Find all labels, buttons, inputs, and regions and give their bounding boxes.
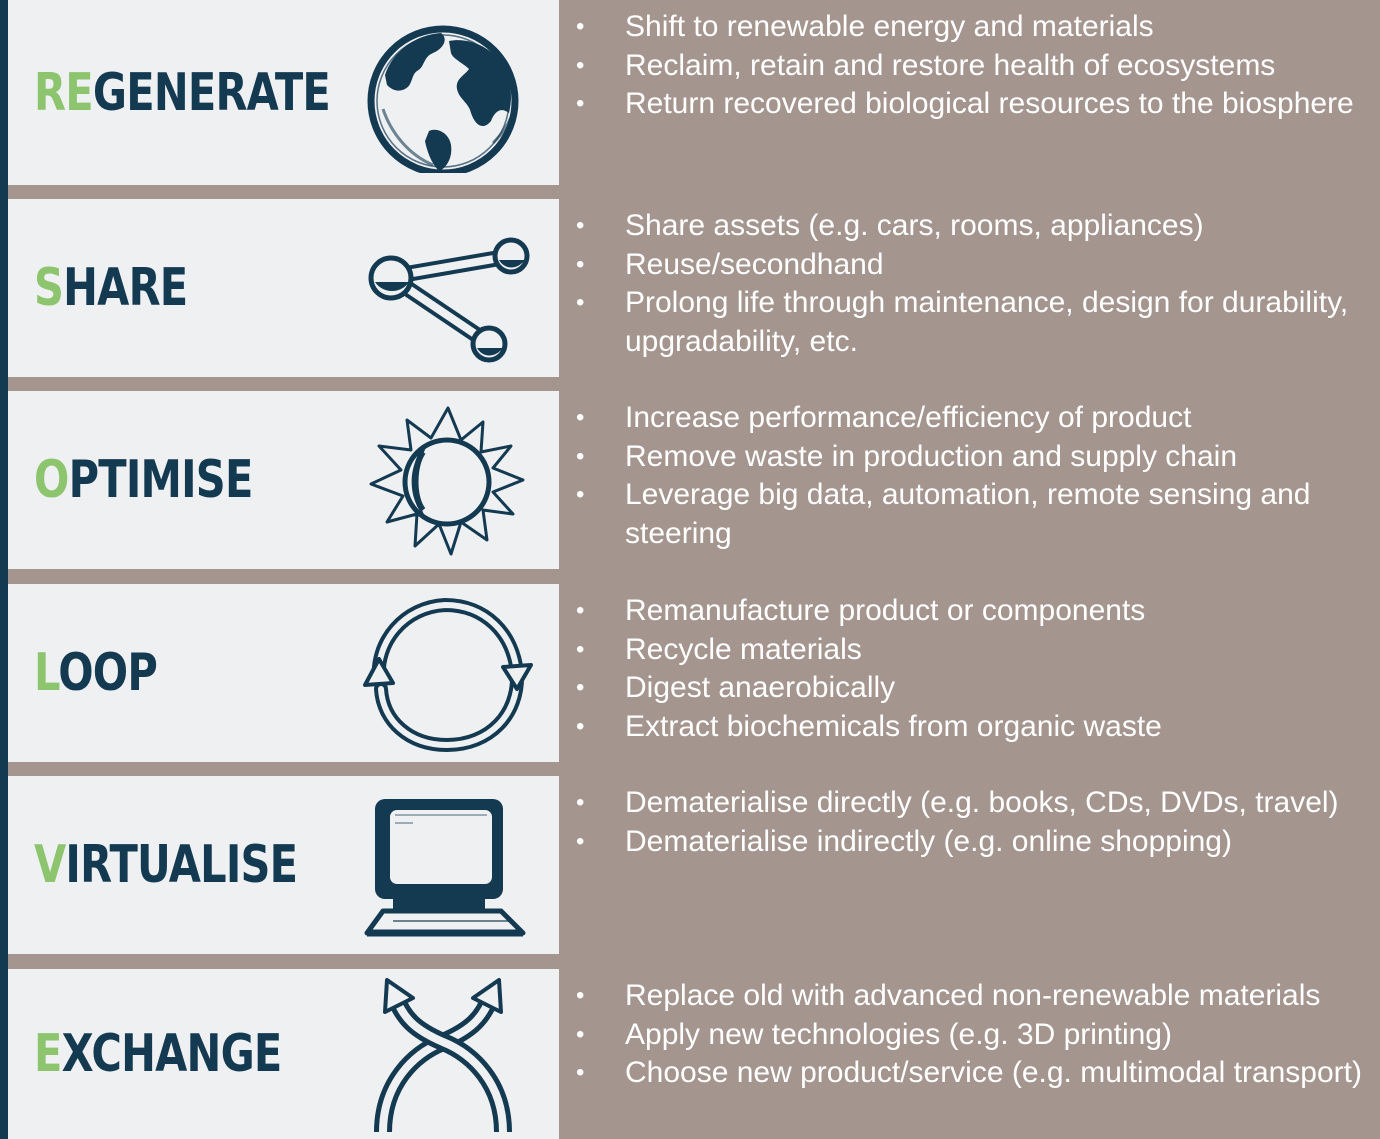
row-virtualise: VIRTUALISE • Dematerialise directly (e.g.… xyxy=(0,776,1380,954)
loop-arrows-icon xyxy=(353,593,533,753)
bullet-dot-icon: • xyxy=(576,51,585,79)
bullet-list: • Share assets (e.g. cars, rooms, applian… xyxy=(560,207,1380,361)
row-regenerate: REGENERATE • Shift to renewable energy an… xyxy=(0,0,1380,185)
label-panel: EXCHANGE xyxy=(8,969,559,1139)
bullet-dot-icon: • xyxy=(576,597,585,624)
heading-rest: IRTUALISE xyxy=(65,835,298,895)
heading-exchange: EXCHANGE xyxy=(34,1028,282,1080)
label-panel: REGENERATE xyxy=(8,0,559,185)
list-item: • Remanufacture product or components xyxy=(560,592,1380,631)
list-item: • Reuse/secondhand xyxy=(560,246,1380,285)
bullet-text: Apply new technologies (e.g. 3D printing… xyxy=(625,1017,1172,1051)
bullet-dot-icon: • xyxy=(576,712,585,740)
list-item: • Increase performance/efficiency of prod… xyxy=(560,399,1380,438)
sun-icon xyxy=(353,400,533,560)
list-item: • Shift to renewable energy and materials xyxy=(560,8,1380,47)
bullet-dot-icon: • xyxy=(576,404,585,431)
globe-icon xyxy=(353,13,533,173)
bullet-list: • Replace old with advanced non-renewable… xyxy=(560,977,1380,1093)
row-loop: LOOP • Remanufacture product or component… xyxy=(0,584,1380,762)
heading-loop: LOOP xyxy=(34,647,158,699)
bullet-text: Choose new product/service (e.g. multimo… xyxy=(625,1056,1362,1089)
heading-rest: XCHANGE xyxy=(61,1024,283,1084)
heading-accent: E xyxy=(34,1024,62,1084)
crossing-arrows-icon xyxy=(353,974,533,1134)
list-item: • Extract biochemicals from organic waste xyxy=(560,708,1380,747)
bullet-list: • Shift to renewable energy and materials… xyxy=(560,8,1380,124)
bullet-text: Return recovered biological resources to… xyxy=(625,87,1354,120)
list-item: • Return recovered biological resources t… xyxy=(560,85,1380,124)
bullet-list: • Dematerialise directly (e.g. books, CDs… xyxy=(560,784,1380,861)
bullet-text: Remanufacture product or components xyxy=(625,594,1146,627)
heading-share: SHARE xyxy=(34,262,188,314)
list-item: • Choose new product/service (e.g. multim… xyxy=(560,1054,1380,1093)
label-panel: LOOP xyxy=(8,584,559,762)
heading-accent: L xyxy=(34,643,59,703)
list-item: • Remove waste in production and supply c… xyxy=(560,438,1380,477)
heading-optimise: OPTIMISE xyxy=(34,454,253,506)
bullet-dot-icon: • xyxy=(576,674,585,701)
heading-accent: O xyxy=(34,450,69,510)
list-item: • Share assets (e.g. cars, rooms, applian… xyxy=(560,207,1380,246)
heading-regenerate: REGENERATE xyxy=(34,67,331,119)
share-nodes-icon xyxy=(353,208,533,368)
bullet-text: Digest anaerobically xyxy=(625,671,896,704)
bullet-dot-icon: • xyxy=(576,827,585,855)
list-item: • Digest anaerobically xyxy=(560,669,1380,708)
list-item: • Recycle materials xyxy=(560,631,1380,670)
row-exchange: EXCHANGE • Replace old with advanced non-… xyxy=(0,969,1380,1139)
bullet-dot-icon: • xyxy=(576,13,585,40)
computer-icon xyxy=(353,785,533,945)
bullet-text: Share assets (e.g. cars, rooms, applianc… xyxy=(625,209,1204,242)
bullet-text: Dematerialise indirectly (e.g. online sh… xyxy=(625,824,1232,858)
heading-accent: RE xyxy=(34,62,94,123)
heading-rest: PTIMISE xyxy=(68,450,254,510)
heading-rest: HARE xyxy=(63,258,188,318)
bullet-list: • Remanufacture product or components • Re… xyxy=(560,592,1380,746)
label-panel: VIRTUALISE xyxy=(8,776,559,954)
bullet-dot-icon: • xyxy=(576,212,585,239)
bullet-dot-icon: • xyxy=(576,1059,585,1086)
bullet-dot-icon: • xyxy=(576,789,585,816)
list-item: • Reclaim, retain and restore health of e… xyxy=(560,47,1380,86)
bullet-dot-icon: • xyxy=(576,442,585,470)
label-panel: OPTIMISE xyxy=(8,391,559,569)
list-item: • Apply new technologies (e.g. 3D printin… xyxy=(560,1016,1380,1055)
left-accent-bar xyxy=(0,0,8,1139)
heading-rest: OOP xyxy=(58,643,158,703)
bullet-text: Recycle materials xyxy=(625,632,862,666)
bullet-text: Reclaim, retain and restore health of ec… xyxy=(625,48,1276,82)
row-optimise: OPTIMISE • Increase performance/efficienc… xyxy=(0,391,1380,569)
list-item: • Leverage big data, automation, remote s… xyxy=(560,476,1380,553)
bullet-text: Extract biochemicals from organic waste xyxy=(625,709,1162,743)
list-item: • Prolong life through maintenance, desig… xyxy=(560,284,1380,361)
heading-accent: S xyxy=(34,258,64,318)
heading-accent: V xyxy=(34,835,66,895)
bullet-dot-icon: • xyxy=(576,635,585,663)
bullet-text: Shift to renewable energy and materials xyxy=(625,10,1154,43)
heading-rest: GENERATE xyxy=(92,62,331,123)
bullet-dot-icon: • xyxy=(576,1020,585,1048)
bullet-dot-icon: • xyxy=(576,982,585,1009)
list-item: • Dematerialise directly (e.g. books, CDs… xyxy=(560,784,1380,823)
bullet-dot-icon: • xyxy=(576,250,585,278)
bullet-text: Increase performance/efficiency of produ… xyxy=(625,401,1192,434)
label-panel: SHARE xyxy=(8,199,559,377)
bullet-text: Remove waste in production and supply ch… xyxy=(625,439,1238,473)
bullet-dot-icon: • xyxy=(576,481,585,508)
bullet-list: • Increase performance/efficiency of prod… xyxy=(560,399,1380,553)
heading-virtualise: VIRTUALISE xyxy=(34,839,298,891)
bullet-dot-icon: • xyxy=(576,90,585,117)
bullet-text: Reuse/secondhand xyxy=(625,247,884,281)
bullet-dot-icon: • xyxy=(576,289,585,316)
bullet-text: Dematerialise directly (e.g. books, CDs,… xyxy=(625,786,1339,819)
bullet-text: Leverage big data, automation, remote se… xyxy=(625,478,1311,550)
bullet-text: Prolong life through maintenance, design… xyxy=(625,286,1349,358)
bullet-text: Replace old with advanced non-renewable … xyxy=(625,979,1321,1012)
list-item: • Dematerialise indirectly (e.g. online s… xyxy=(560,823,1380,862)
row-share: SHARE • Share assets (e.g. cars, rooms, a… xyxy=(0,199,1380,377)
list-item: • Replace old with advanced non-renewable… xyxy=(560,977,1380,1016)
